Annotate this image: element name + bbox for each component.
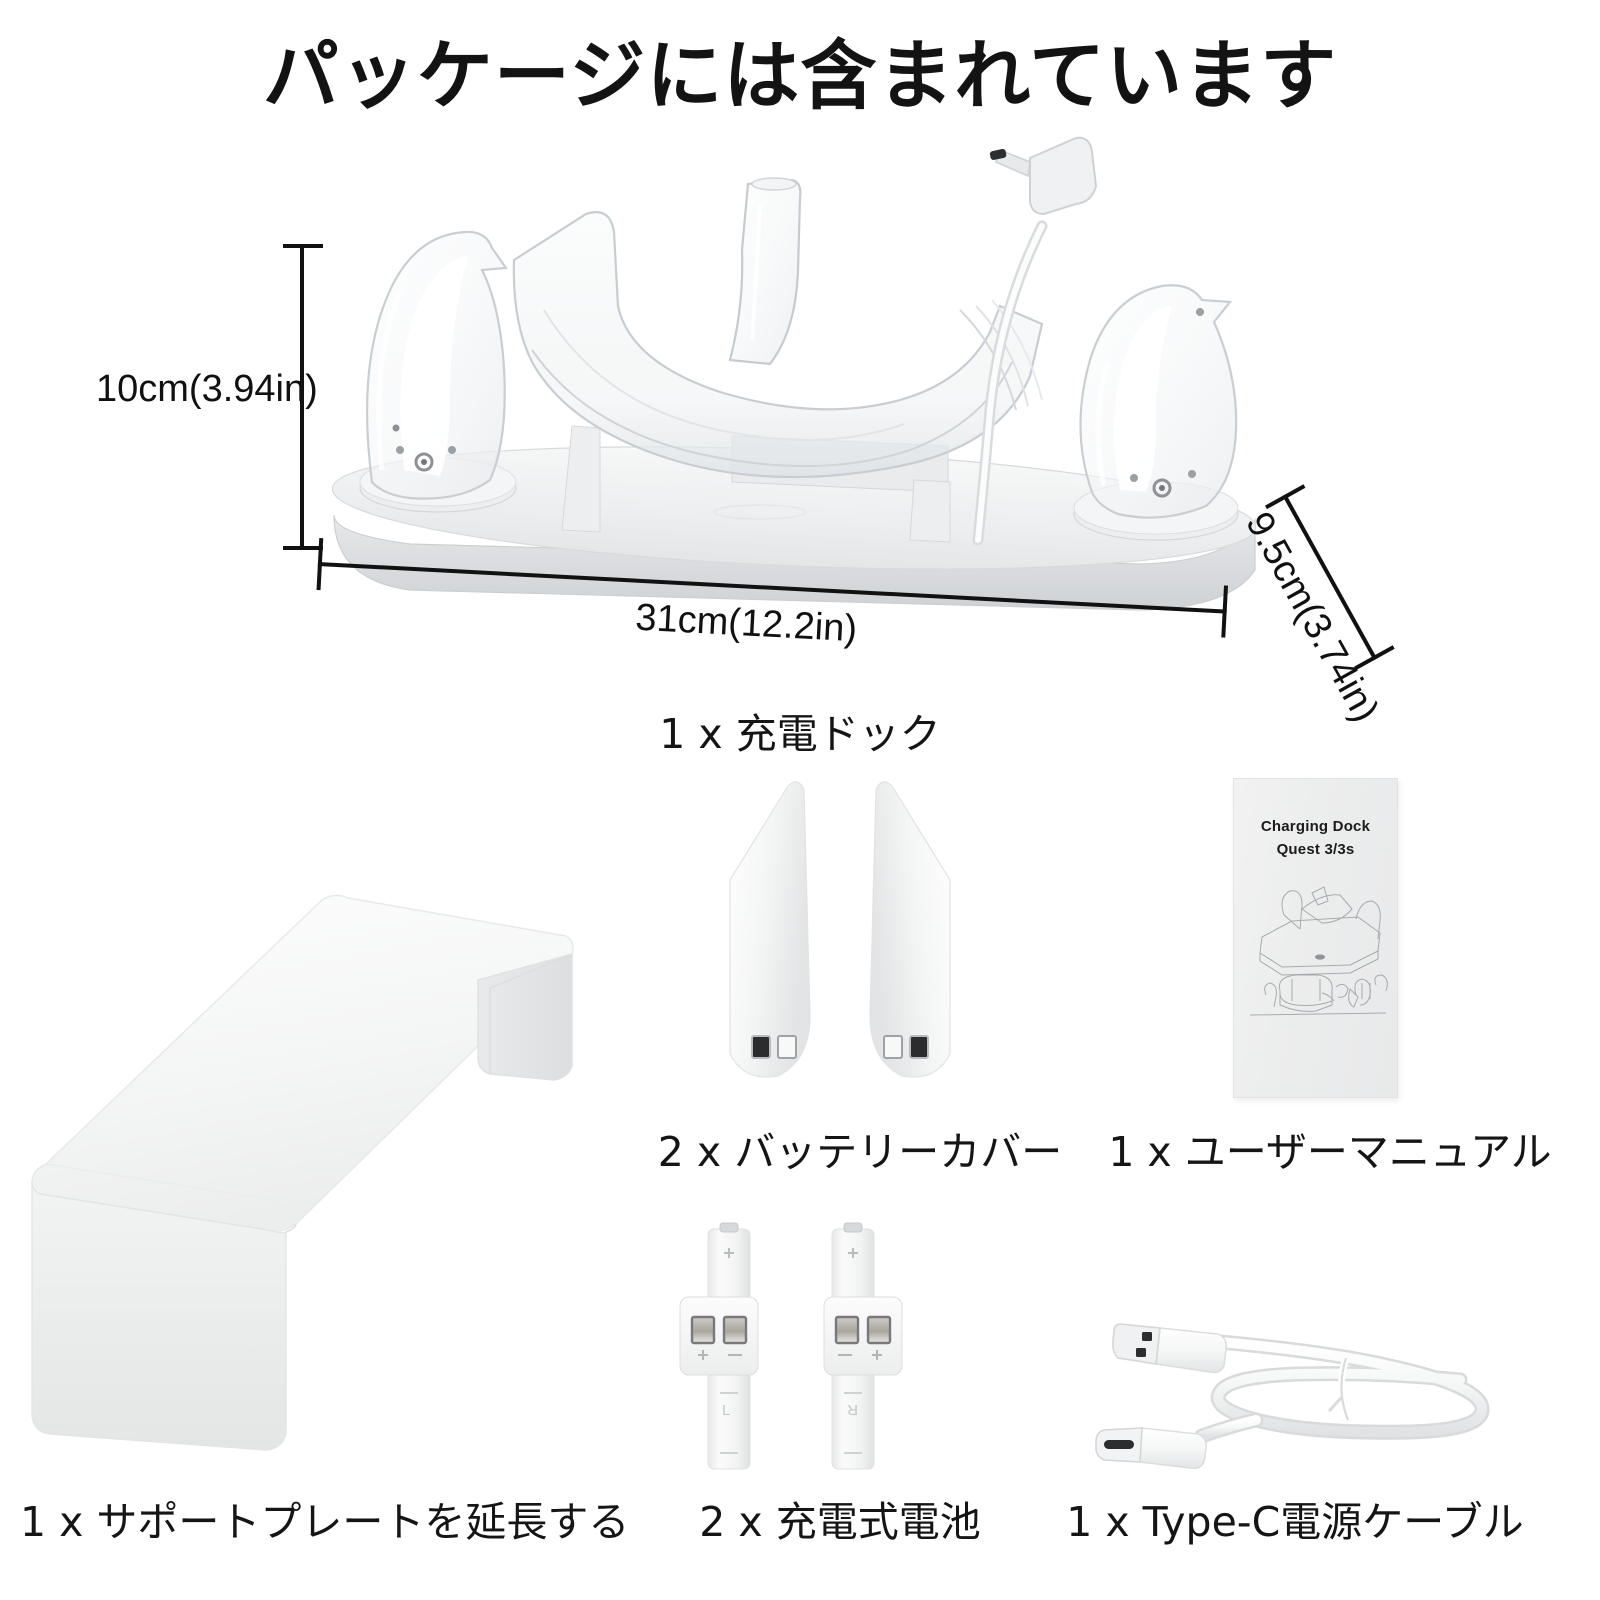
left-controller-cradle	[359, 230, 517, 513]
manual-cover-text: Charging Dock Quest 3/3s	[1234, 815, 1397, 862]
power-cable-attached	[972, 136, 1098, 546]
battery-covers-illustration	[700, 770, 980, 1100]
headset-cradle	[512, 177, 1044, 543]
page-title: パッケージには含まれています	[262, 31, 1338, 120]
caption-battery-covers: 2 x バッテリーカバー	[657, 1128, 1063, 1176]
height-dimension-cap-top	[283, 244, 323, 248]
rechargeable-batteries-illustration: L R	[660, 1215, 930, 1475]
svg-text:L: L	[722, 1402, 730, 1419]
manual-booklet: Charging Dock Quest 3/3s	[1233, 778, 1398, 1098]
usb-c-connector	[1095, 1427, 1208, 1470]
caption-rechargeable-batteries: 2 x 充電式電池	[699, 1498, 981, 1546]
user-manual-illustration: Charging Dock Quest 3/3s	[1215, 770, 1415, 1100]
caption-type-c-cable: 1 x Type-C電源ケーブル	[1066, 1498, 1524, 1546]
svg-text:R: R	[847, 1401, 858, 1418]
caption-user-manual: 1 x ユーザーマニュアル	[1108, 1128, 1552, 1176]
manual-title-line1: Charging Dock	[1260, 818, 1371, 835]
usb-a-connector	[1112, 1323, 1228, 1374]
caption-charging-dock: 1 x 充電ドック	[659, 710, 941, 758]
manual-title-line2: Quest 3/3s	[1276, 841, 1355, 859]
support-plate-illustration	[20, 860, 580, 1460]
manual-diagram	[1249, 886, 1388, 1016]
battery-right: R	[823, 1222, 903, 1470]
height-dimension-label: 10cm(3.94in)	[96, 368, 318, 410]
charging-dock-illustration	[331, 136, 1257, 611]
battery-left: L	[679, 1222, 759, 1470]
type-c-cable-illustration	[1060, 1280, 1510, 1480]
caption-support-plate: 1 x サポートプレートを延長する	[20, 1498, 630, 1546]
right-controller-cradle	[1073, 284, 1239, 541]
width-dimension-label: 31cm(12.2in)	[634, 596, 859, 651]
hero-product-section: 10cm(3.94in) 31cm(12.2in) 9.5cm(3.74in)	[0, 110, 1600, 750]
height-dimension-cap-bottom	[283, 546, 323, 550]
height-dimension-line	[300, 246, 304, 548]
